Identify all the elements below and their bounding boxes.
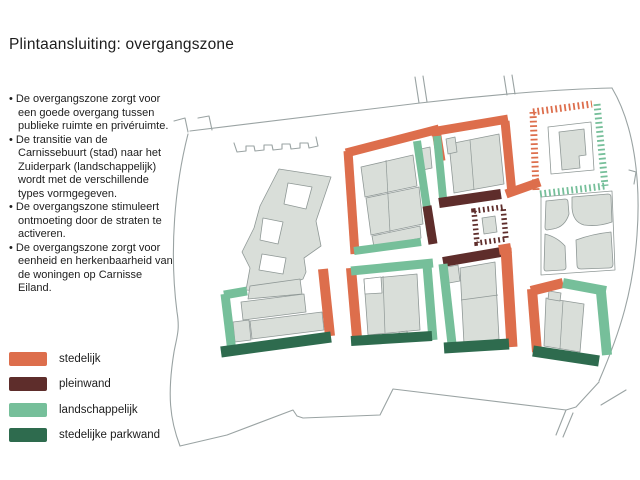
legend-swatch-stedelijke-parkwand — [9, 428, 47, 442]
description-bullet: De transitie van de Carnissebuurt (stad)… — [9, 134, 173, 202]
street-lines — [169, 74, 639, 447]
legend-row-stedelijk: stedelijk — [9, 351, 160, 366]
description-bullet: De overgangszone zorgt voor een goede ov… — [9, 93, 173, 134]
block-top-centre — [430, 114, 542, 208]
legend-swatch-landschappelijk — [9, 402, 47, 417]
block-bottom-right — [527, 278, 612, 367]
block-bottom-left — [220, 268, 335, 358]
description-bullet: De overgangszone zorgt voor eenheid en h… — [9, 242, 173, 296]
legend-label-pleinwand: pleinwand — [59, 378, 111, 390]
description-text: De overgangszone zorgt voor een goede ov… — [9, 93, 173, 296]
block-top-right-dashed — [529, 100, 609, 198]
plein-square — [471, 203, 509, 247]
legend-row-landschappelijk: landschappelijk — [9, 402, 160, 417]
legend-label-stedelijk: stedelijk — [59, 352, 101, 365]
legend: stedelijk pleinwand landschappelijk sted… — [9, 351, 160, 453]
page-title: Plintaansluiting: overgangszone — [9, 36, 235, 53]
description-bullet: De overgangszone stimuleert ontmoeting d… — [9, 201, 173, 242]
block-top-middle — [343, 124, 446, 255]
block-bottom-middle-left — [346, 258, 438, 346]
legend-row-stedelijke-parkwand: stedelijke parkwand — [9, 428, 160, 443]
legend-swatch-stedelijk — [9, 351, 47, 366]
legend-swatch-pleinwand — [9, 377, 47, 391]
legend-label-landschappelijk: landschappelijk — [59, 403, 138, 416]
existing-building-cluster — [241, 168, 332, 300]
legend-label-stedelijke-parkwand: stedelijke parkwand — [59, 429, 161, 441]
block-bottom-middle-right — [438, 243, 518, 354]
legend-row-pleinwand: pleinwand — [9, 377, 160, 392]
park-area — [540, 190, 616, 276]
